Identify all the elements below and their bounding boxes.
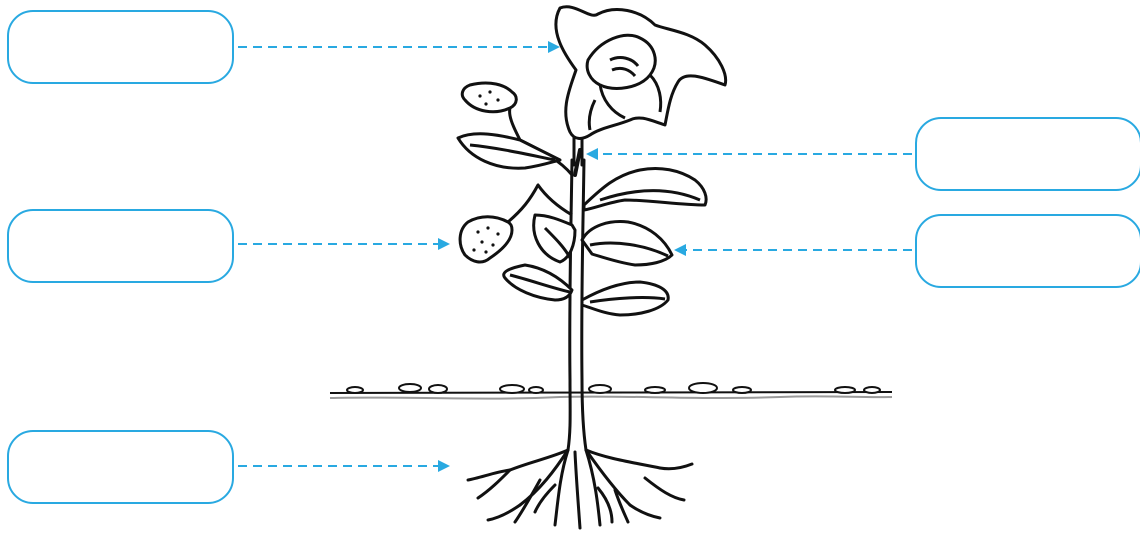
flower-label-box[interactable]	[7, 10, 234, 84]
stem-label-box[interactable]	[915, 117, 1140, 191]
root-label-box[interactable]	[7, 430, 234, 504]
roots	[468, 450, 692, 528]
fruit-label-box[interactable]	[7, 209, 234, 283]
flower	[556, 7, 726, 139]
ground-line	[330, 392, 892, 399]
fruit	[460, 90, 512, 262]
leaf-label-box[interactable]	[915, 214, 1140, 288]
